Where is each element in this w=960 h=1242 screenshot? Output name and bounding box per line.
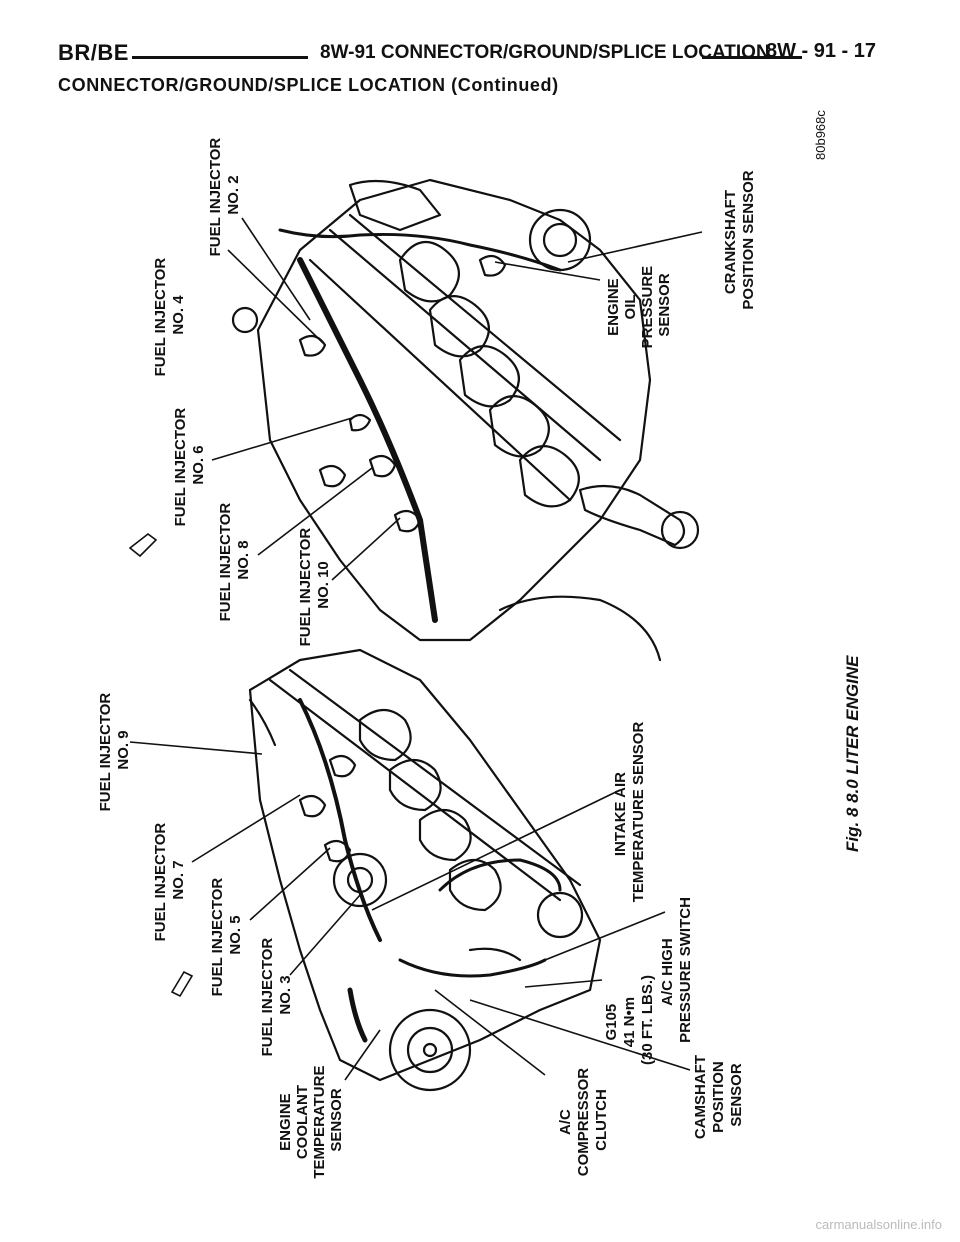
figure-caption: Fig. 8 8.0 LITER ENGINE [843, 655, 862, 852]
watermark-footer: carmanualsonline.info [815, 1217, 942, 1232]
model-code: BR/BE [58, 40, 129, 65]
figure-code: 80b968c [813, 110, 828, 160]
label-fuel-injector-6: FUEL INJECTOR NO. 6 [172, 404, 207, 527]
page-number: 8W - 91 - 17 [765, 40, 876, 62]
label-crankshaft-sensor: CRANKSHAFT POSITION SENSOR [722, 170, 757, 309]
hand-pointer-icon [128, 532, 194, 998]
component-labels: FUEL INJECTOR NO. 4 FUEL INJECTOR NO. 2 … [97, 134, 757, 1179]
label-intake-air-temp: INTAKE AIR TEMPERATURE SENSOR [612, 722, 647, 903]
label-fuel-injector-8: FUEL INJECTOR NO. 8 [217, 499, 252, 622]
header-rule-left [132, 56, 308, 59]
leader-lines [129, 217, 703, 1081]
engine-illustration-lower [248, 648, 602, 1092]
label-ac-clutch: A/C COMPRESSOR CLUTCH [557, 1064, 610, 1177]
label-fuel-injector-9: FUEL INJECTOR NO. 9 [97, 689, 132, 812]
page-header: BR/BE 8W-91 CONNECTOR/GROUND/SPLICE LOCA… [58, 40, 876, 72]
label-fuel-injector-10: FUEL INJECTOR NO. 10 [297, 524, 332, 647]
label-camshaft-sensor: CAMSHAFT POSITION SENSOR [692, 1051, 745, 1139]
label-fuel-injector-4: FUEL INJECTOR NO. 4 [152, 254, 187, 377]
label-fuel-injector-3: FUEL INJECTOR NO. 3 [259, 934, 294, 1057]
page-subheader: CONNECTOR/GROUND/SPLICE LOCATION (Contin… [58, 75, 559, 95]
section-title: 8W-91 CONNECTOR/GROUND/SPLICE LOCATION [320, 42, 770, 63]
label-coolant-temp: ENGINE COOLANT TEMPERATURE SENSOR [277, 1061, 345, 1178]
label-fuel-injector-2: FUEL INJECTOR NO. 2 [207, 134, 242, 257]
label-oil-pressure-sensor: ENGINE OIL PRESSURE SENSOR [605, 262, 673, 349]
label-fuel-injector-5: FUEL INJECTOR NO. 5 [209, 874, 244, 997]
label-g105: G105 41 N•m (30 FT. LBS.) [603, 975, 656, 1065]
engine-illustration-upper [231, 178, 700, 662]
label-fuel-injector-7: FUEL INJECTOR NO. 7 [152, 819, 187, 942]
label-ac-high-pressure: A/C HIGH PRESSURE SWITCH [659, 897, 694, 1043]
header-rule-right [702, 56, 802, 59]
